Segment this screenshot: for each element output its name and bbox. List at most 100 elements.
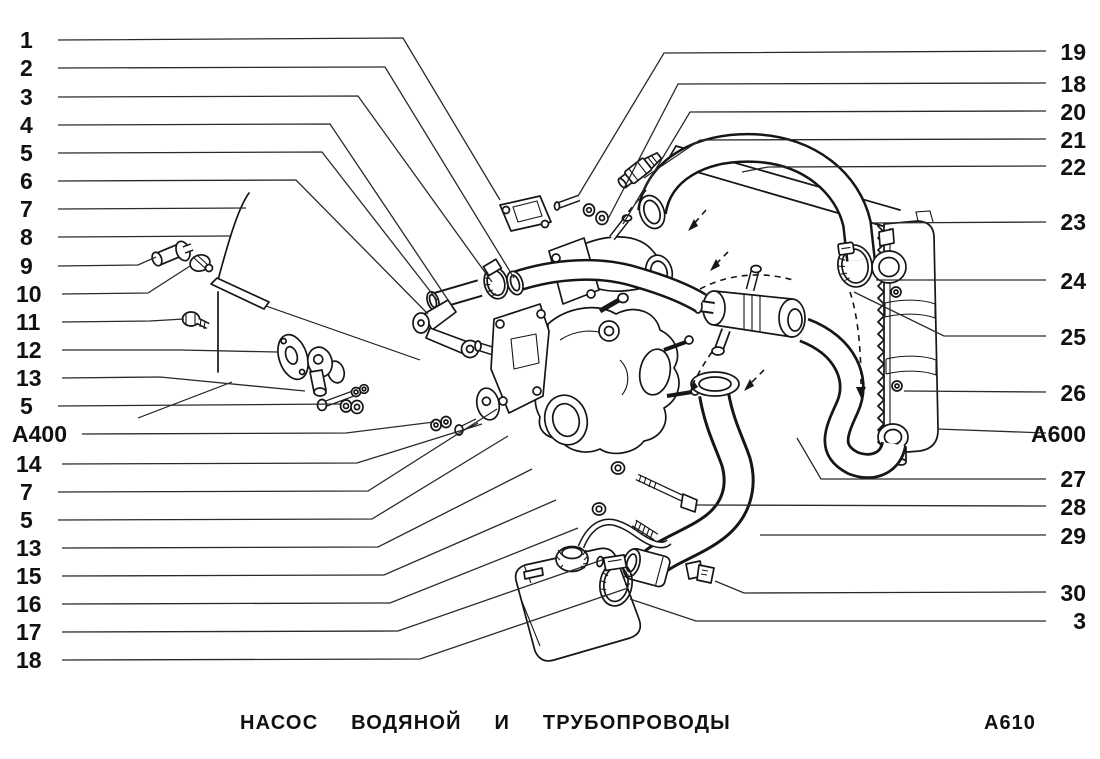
callout-line-6-5 xyxy=(57,179,429,315)
expansion-tank xyxy=(514,518,672,662)
callout-line-11-10 xyxy=(61,318,185,323)
sheet-code: А610 xyxy=(984,712,1036,734)
callout-line-27-33 xyxy=(796,437,1046,480)
callout-label-25-30: 25 xyxy=(1060,324,1086,350)
callout-label-12-11: 12 xyxy=(16,337,42,363)
pump-hose xyxy=(506,258,707,313)
thermostat xyxy=(693,264,806,356)
callout-label-7-16: 7 xyxy=(20,479,33,505)
washer-nut-cluster xyxy=(339,399,364,415)
pump-gasket xyxy=(490,303,550,414)
outlet-gasket xyxy=(499,195,552,232)
tank-cap xyxy=(555,545,589,573)
callout-label-16-20: 16 xyxy=(16,591,42,617)
callout-line-7-6 xyxy=(57,207,247,210)
callout-line-17-21 xyxy=(61,559,603,633)
callout-line-28-34 xyxy=(696,504,1047,507)
small-sensor xyxy=(189,254,214,273)
callout-line-5-4 xyxy=(57,151,438,301)
callout-label-18-22: 18 xyxy=(16,647,42,673)
callout-label-18-24: 18 xyxy=(1060,71,1086,97)
callout-number-labels: 123456789101112135A400147513151617181918… xyxy=(12,27,1086,673)
callout-label-A400-14: A400 xyxy=(12,421,67,447)
diagram-caption: НАСОС ВОДЯНОЙ И ТРУБОПРОВОДЫ xyxy=(240,712,731,734)
callout-line-13-18 xyxy=(61,468,533,549)
callout-line-7-16 xyxy=(57,408,498,493)
callout-label-24-29: 24 xyxy=(1060,268,1086,294)
callout-label-27-33: 27 xyxy=(1060,466,1086,492)
callout-label-28-34: 28 xyxy=(1060,494,1086,520)
oval-gasket xyxy=(277,333,309,381)
hatched-stud xyxy=(631,519,659,541)
callout-line-A600-32 xyxy=(936,428,1047,434)
callout-line-2-1 xyxy=(57,66,515,279)
small-nuts xyxy=(591,461,626,516)
elbow-flange xyxy=(306,346,346,397)
callout-label-4-3: 4 xyxy=(20,112,33,138)
callout-label-20-25: 20 xyxy=(1060,99,1086,125)
callout-label-22-27: 22 xyxy=(1060,154,1086,180)
callout-label-3-37: 3 xyxy=(1073,608,1086,634)
pipe-hose-clamp xyxy=(482,258,509,300)
callout-line-3-2 xyxy=(57,95,493,283)
callout-label-21-26: 21 xyxy=(1060,127,1086,153)
drain-plug xyxy=(181,311,210,330)
temp-sensor xyxy=(617,152,663,189)
callout-line-30-36 xyxy=(714,580,1047,594)
callout-line-3-37 xyxy=(629,598,1046,622)
hose-sleeve xyxy=(622,547,671,588)
callout-line-10-9 xyxy=(61,265,191,295)
engine-outline xyxy=(137,192,421,419)
pump-bracket xyxy=(412,299,480,359)
flow-arrows xyxy=(621,189,866,398)
callout-label-5-17: 5 xyxy=(20,507,33,533)
callout-label-11-10: 11 xyxy=(16,309,41,335)
callout-label-8-7: 8 xyxy=(20,224,33,250)
callout-label-6-5: 6 xyxy=(20,168,33,194)
callout-label-13-18: 13 xyxy=(16,535,42,561)
callout-line-20-25 xyxy=(622,110,1047,225)
callout-line-23-28 xyxy=(871,221,1047,224)
artwork xyxy=(137,132,939,662)
callout-label-23-28: 23 xyxy=(1060,209,1086,235)
callout-label-17-21: 17 xyxy=(16,619,42,645)
lower-radiator-hose xyxy=(798,317,907,479)
callout-label-A600-32: A600 xyxy=(1031,421,1086,447)
callout-label-5-4: 5 xyxy=(20,140,33,166)
callout-label-30-36: 30 xyxy=(1060,580,1086,606)
stud-washer-nut xyxy=(553,194,609,226)
wire-connector xyxy=(685,560,715,584)
upper-hose-clamp xyxy=(837,241,873,288)
callout-line-9-8 xyxy=(57,256,157,267)
callout-label-10-9: 10 xyxy=(16,281,42,307)
callout-line-8-7 xyxy=(57,235,231,238)
fitting-plug xyxy=(151,240,194,267)
callout-label-2-1: 2 xyxy=(20,55,33,81)
long-bolt xyxy=(635,473,698,513)
callout-line-21-26 xyxy=(643,138,1047,179)
callout-line-18-24 xyxy=(606,82,1047,222)
callout-line-14-15 xyxy=(61,423,483,465)
bypass-pipe xyxy=(426,279,483,312)
callout-label-1-0: 1 xyxy=(20,27,33,53)
callout-line-5-17 xyxy=(57,435,509,521)
radiator xyxy=(871,210,939,466)
callout-label-5-13: 5 xyxy=(20,393,33,419)
callout-line-16-20 xyxy=(61,527,579,605)
callout-line-A400-14 xyxy=(81,421,435,435)
callout-line-12-11 xyxy=(62,349,278,353)
callout-line-5-13 xyxy=(57,403,341,407)
callout-leader-lines xyxy=(57,37,1047,661)
callout-line-1-0 xyxy=(57,37,501,201)
callout-label-19-23: 19 xyxy=(1060,39,1086,65)
callout-line-15-19 xyxy=(61,499,557,577)
callout-label-29-35: 29 xyxy=(1060,523,1086,549)
elbow-hose xyxy=(622,371,755,588)
callout-label-14-15: 14 xyxy=(16,451,42,477)
callout-label-26-31: 26 xyxy=(1060,380,1086,406)
callout-line-22-27 xyxy=(741,165,1047,173)
callout-label-9-8: 9 xyxy=(20,253,33,279)
upper-radiator-hose xyxy=(637,132,876,262)
callout-label-3-2: 3 xyxy=(20,84,33,110)
